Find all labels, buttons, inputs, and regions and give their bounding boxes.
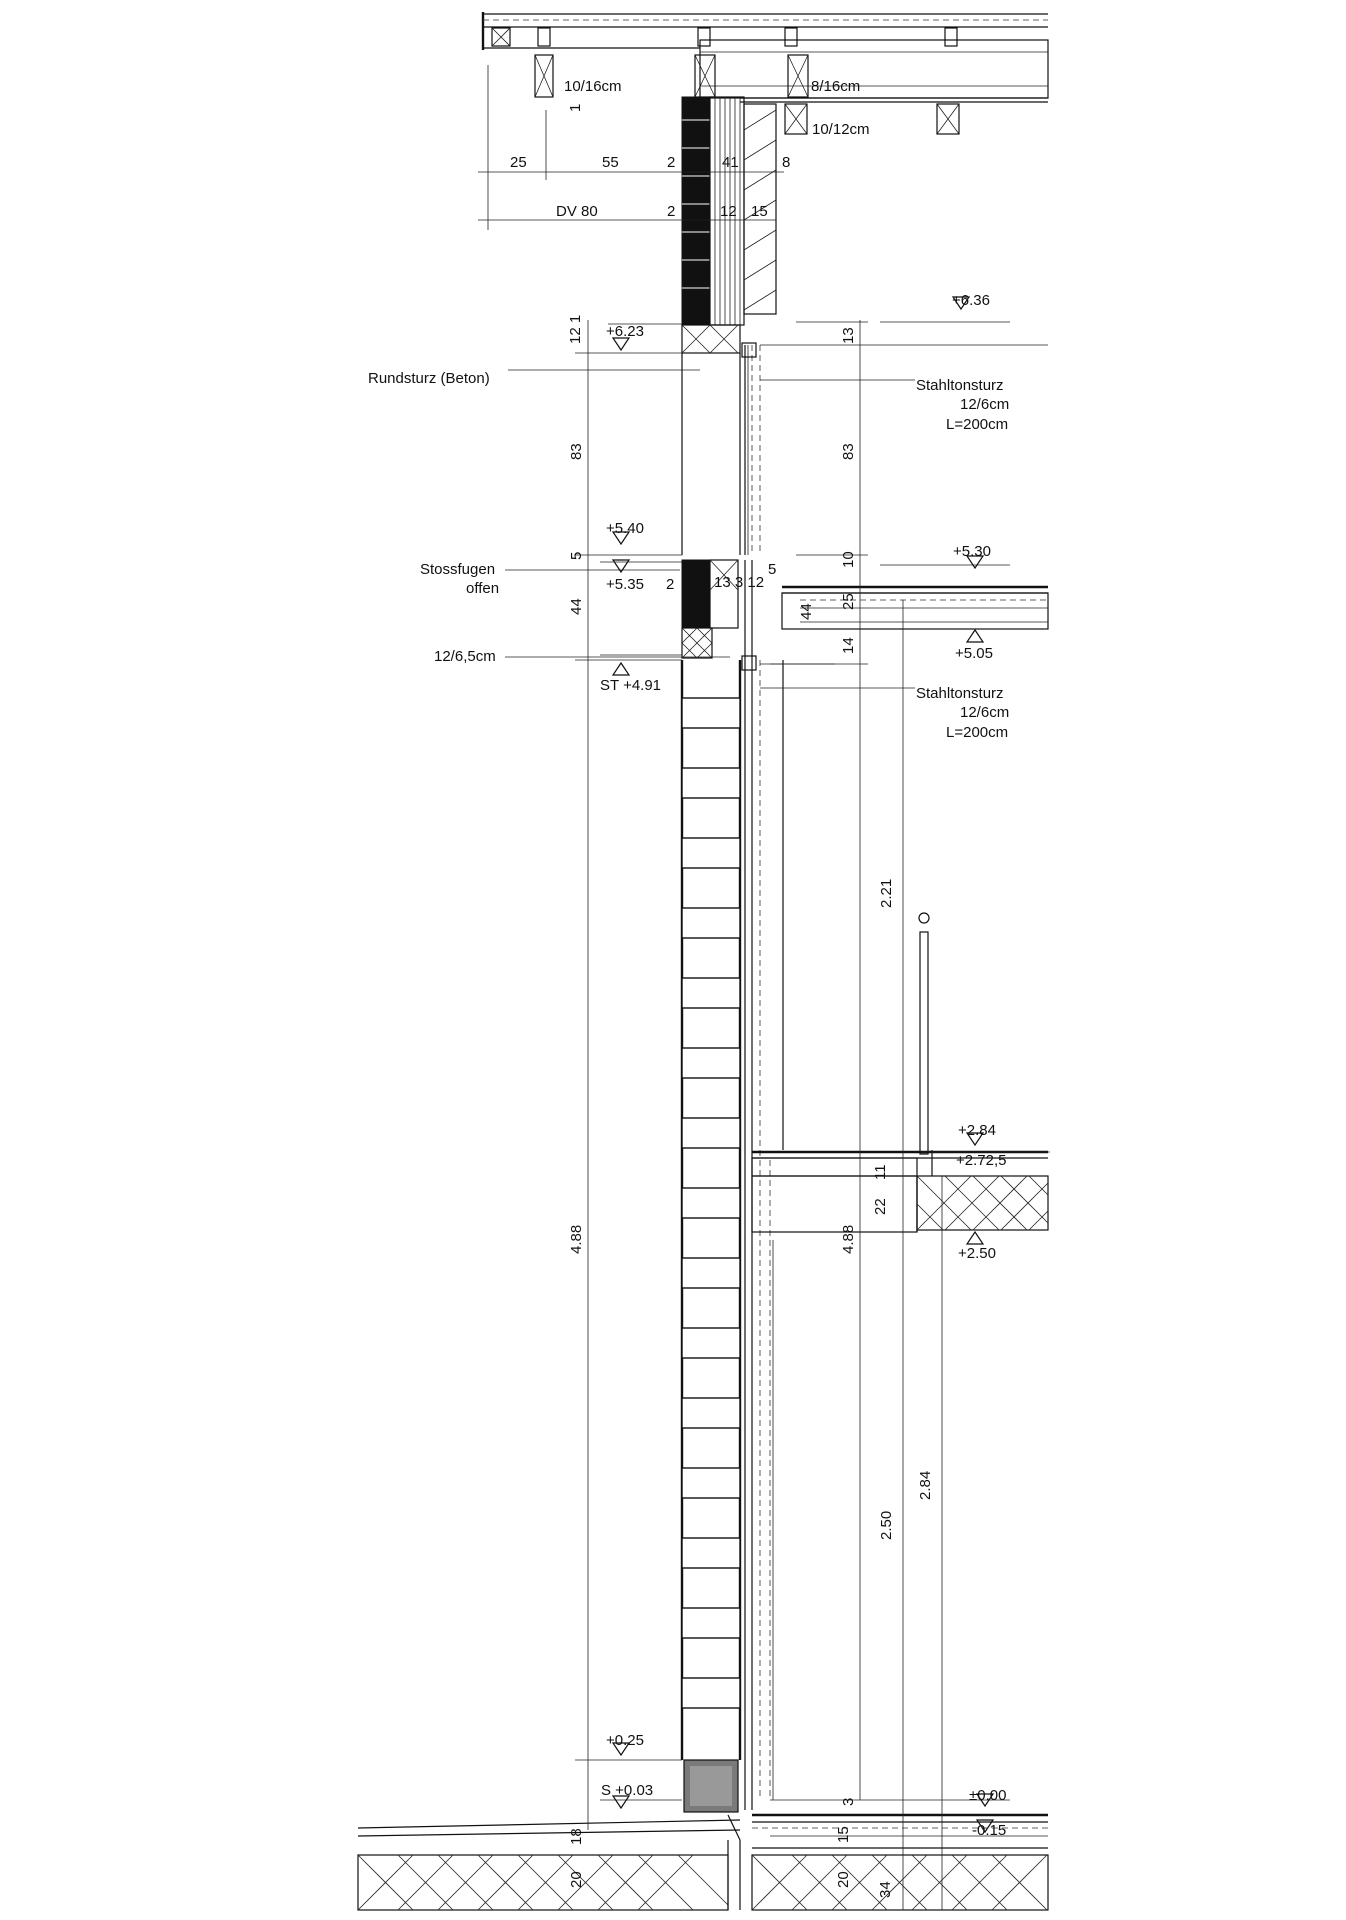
- level-markers: [611, 296, 995, 1834]
- dim-13: 13: [840, 327, 857, 344]
- dim-12: 12: [720, 203, 737, 220]
- dim-55: 55: [602, 154, 619, 171]
- dim-22: 22: [872, 1198, 889, 1215]
- dim-25-vertical: 25: [840, 593, 857, 610]
- dim-15: 15: [751, 203, 768, 220]
- dim-2c: 2: [666, 576, 674, 593]
- level-2725: +2.72,5: [956, 1152, 1006, 1169]
- dim-83b: 83: [840, 443, 857, 460]
- dv80-label: DV 80: [556, 203, 598, 220]
- roof-structure: [481, 12, 1049, 135]
- rundsturz-label: Rundsturz (Beton): [368, 370, 490, 387]
- dim-5: 5: [568, 552, 585, 560]
- dim-488a: 4.88: [568, 1225, 585, 1254]
- level-530: +5.30: [953, 543, 991, 560]
- dim-3: 3: [840, 1798, 857, 1806]
- dim-20b: 20: [835, 1871, 852, 1888]
- stossfugen-label: Stossfugen: [420, 561, 495, 578]
- upper-wall: [681, 96, 777, 659]
- level-535: +5.35: [606, 576, 644, 593]
- stahlton-mid-size: 12/6cm: [960, 704, 1009, 721]
- dimension-lines: [478, 65, 1050, 1910]
- offen-label: offen: [466, 580, 499, 597]
- level-250: +2.50: [958, 1245, 996, 1262]
- dimension-labels: 25 55 2 41 8 2 12 15 1 12 1 83 83 13 5 1…: [510, 104, 934, 1898]
- stahlton-top-length: L=200cm: [946, 416, 1008, 433]
- level-labels: +6.36 +6.23 +5.40 +5.35 +5.30 +5.05 ST +…: [600, 292, 1006, 1839]
- dim-34: 34: [877, 1881, 894, 1898]
- level-636: +6.36: [952, 292, 990, 309]
- level-623: +6.23: [606, 323, 644, 340]
- dim-83a: 83: [568, 443, 585, 460]
- level-m015: -0.15: [972, 1822, 1006, 1839]
- dim-10: 10: [840, 551, 857, 568]
- dim-11: 11: [872, 1164, 889, 1180]
- dim-284: 2.84: [917, 1471, 934, 1500]
- dim-2a: 2: [667, 154, 675, 171]
- level-284: +2.84: [958, 1122, 996, 1139]
- level-025: +0.25: [606, 1732, 644, 1749]
- ground-slab: [357, 1813, 1049, 1911]
- level-s003: S +0.03: [601, 1782, 653, 1799]
- annotation-labels: Rundsturz (Beton) Stossfugen offen 12/6,…: [368, 78, 1009, 741]
- dim-13-3-12: 13 3 12: [714, 574, 764, 591]
- dim-2b: 2: [667, 203, 675, 220]
- dim-221: 2.21: [878, 879, 895, 908]
- anker-label: 12/6,5cm: [434, 648, 496, 665]
- dim-1: 1: [567, 104, 584, 112]
- stahlton-mid-length: L=200cm: [946, 724, 1008, 741]
- dim-25: 25: [510, 154, 527, 171]
- dim-14: 14: [840, 637, 857, 654]
- timber-label-3: 10/12cm: [812, 121, 870, 138]
- level-000: ±0.00: [969, 1787, 1006, 1804]
- brick-wall: [680, 342, 1048, 1813]
- timber-label-1: 10/16cm: [564, 78, 622, 95]
- stahlton-mid-label: Stahltonsturz: [916, 685, 1004, 702]
- dim-5b: 5: [768, 561, 776, 578]
- dim-41: 41: [722, 154, 739, 171]
- dim-488b: 4.88: [840, 1225, 857, 1254]
- dim-15b: 15: [835, 1826, 852, 1843]
- mid-floor-slab: [781, 585, 1049, 630]
- dim-8: 8: [782, 154, 790, 171]
- level-st491: ST +4.91: [600, 677, 661, 694]
- lower-floor-slab: [751, 912, 1049, 1233]
- stahlton-top-label: Stahltonsturz: [916, 377, 1004, 394]
- dim-18: 18: [568, 1828, 585, 1845]
- dim-20a: 20: [568, 1871, 585, 1888]
- dim-12-1: 12 1: [567, 315, 584, 344]
- level-540: +5.40: [606, 520, 644, 537]
- timber-label-2: 8/16cm: [811, 78, 860, 95]
- stahlton-top-size: 12/6cm: [960, 396, 1009, 413]
- dim-44: 44: [568, 598, 585, 615]
- dim-44b: 44: [798, 603, 815, 620]
- level-505: +5.05: [955, 645, 993, 662]
- dim-250: 2.50: [878, 1511, 895, 1540]
